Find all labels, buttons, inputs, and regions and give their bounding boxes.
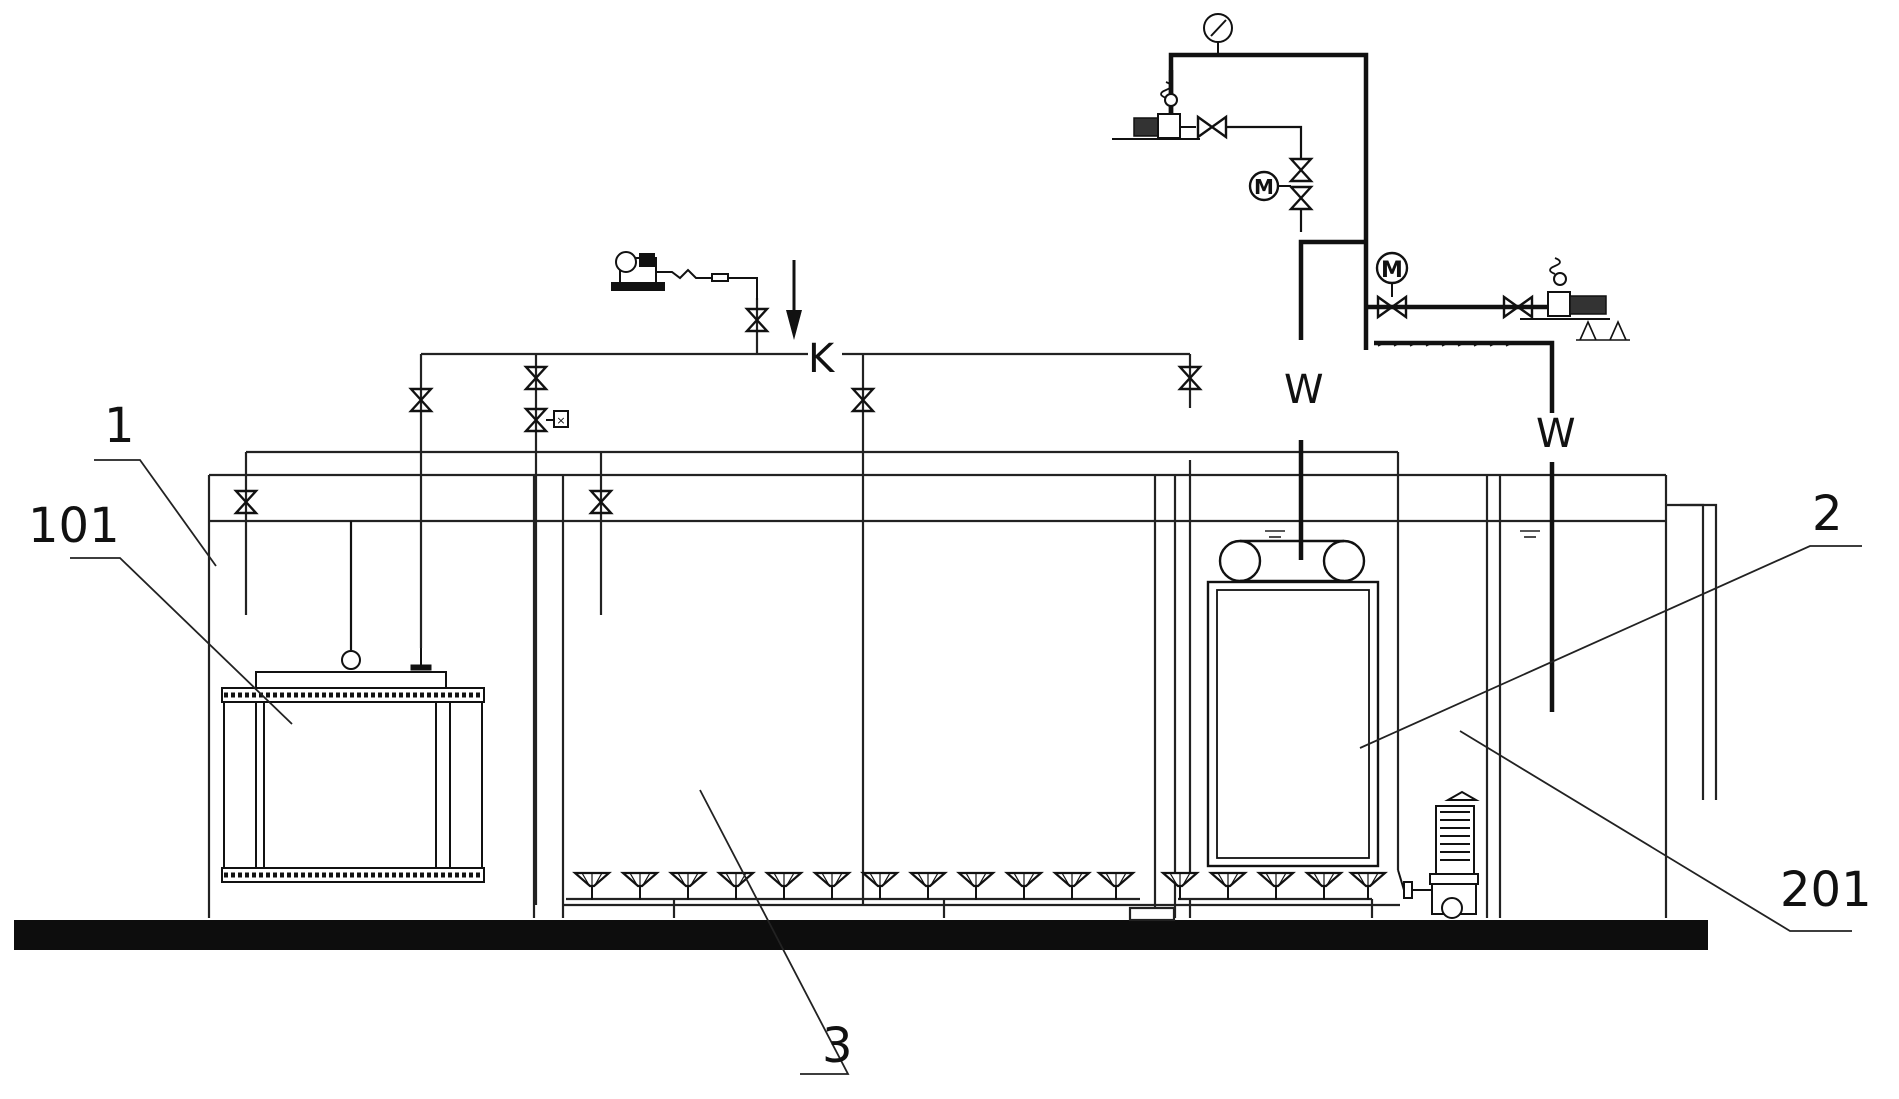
membrane-module-icon (221, 521, 485, 883)
suction-pump-icon (1520, 257, 1630, 341)
manual-valve-icon (1289, 157, 1313, 183)
return-pipe (1226, 125, 1303, 158)
aerator-diffuser-icon (573, 871, 1387, 902)
solenoid-actuator-icon: × (546, 410, 569, 428)
water-pipe-marker-left: W (1284, 367, 1324, 413)
motorized-valve-icon: M (1248, 170, 1291, 202)
aeration-grid (563, 897, 1400, 922)
leader-lines (70, 459, 1862, 1075)
label-tank: 1 (104, 398, 135, 454)
water-piping (1168, 52, 1560, 712)
air-inlet-arrow (786, 260, 802, 340)
label-pump-zone: 201 (1780, 862, 1872, 918)
drain-line (1377, 341, 1515, 347)
air-main-marker: K (808, 336, 836, 382)
water-level-marks (1265, 530, 1540, 538)
manual-valve-icon (1196, 115, 1228, 139)
label-module: 101 (28, 498, 120, 554)
submersible-pump-icon (1397, 790, 1480, 919)
air-piping (244, 298, 1400, 905)
motor-symbol: M (1381, 258, 1403, 283)
motor-symbol: M (1254, 175, 1274, 199)
label-membrane-zone: 2 (1812, 486, 1843, 542)
suction-pump-icon (1112, 81, 1200, 140)
motorized-valve-icon (1289, 185, 1313, 211)
svg-text:×: × (556, 414, 565, 427)
ground-slab (14, 920, 1708, 950)
tank-outline (207, 473, 1718, 918)
blower-icon (611, 251, 758, 300)
motorized-valve-icon: M (1375, 251, 1409, 297)
label-aeration-zone: 3 (822, 1018, 853, 1074)
membrane-cassette-icon (1206, 539, 1380, 868)
water-pipe-marker-right: W (1536, 411, 1576, 457)
pressure-gauge-icon (1203, 13, 1233, 55)
